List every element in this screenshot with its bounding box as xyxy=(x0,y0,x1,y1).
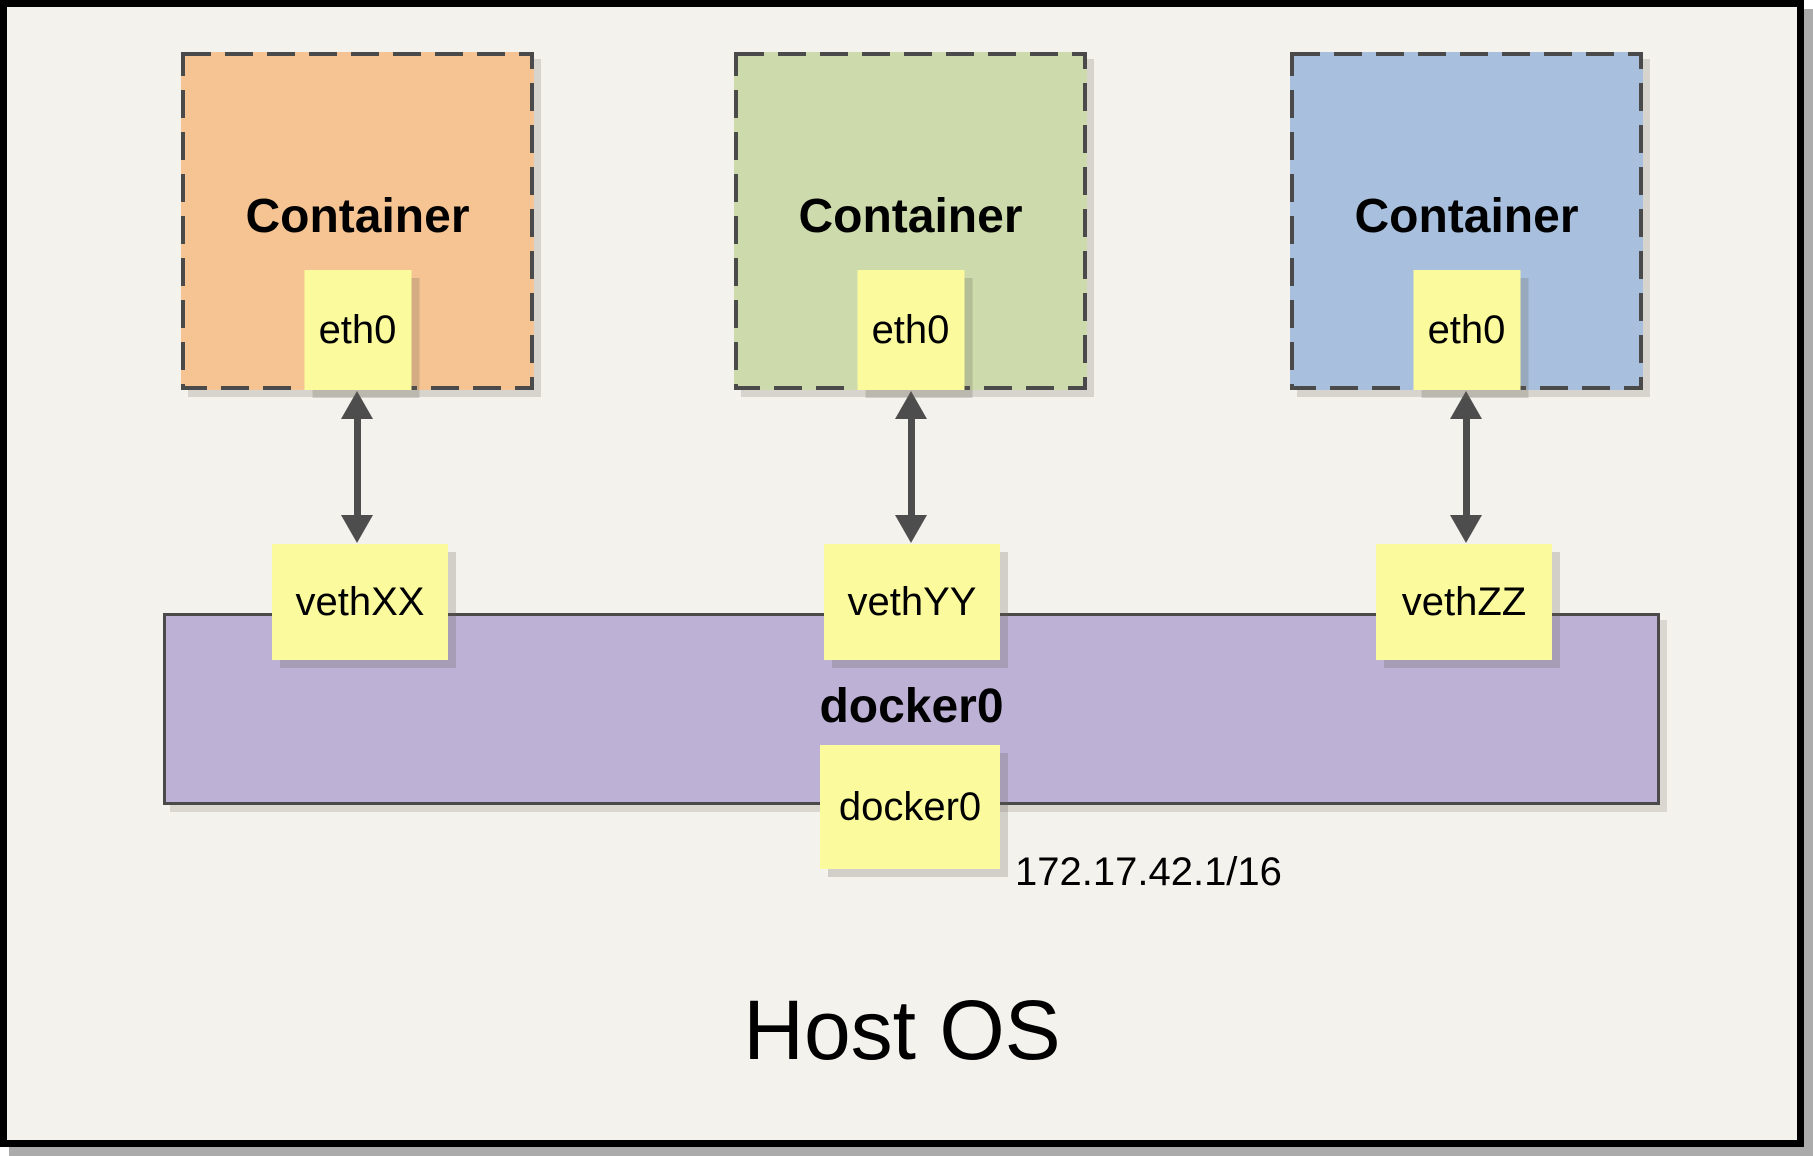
arrow-up-head xyxy=(1450,391,1482,419)
arrow-down-head xyxy=(895,515,927,543)
arrow-down-head xyxy=(1450,515,1482,543)
arrow-shaft xyxy=(1462,419,1470,515)
arrow-up-head xyxy=(895,391,927,419)
container-label: Container xyxy=(798,190,1023,244)
veth-label: vethYY xyxy=(847,579,977,624)
docker0-bridge-label: docker0 xyxy=(819,679,1004,733)
container-box-3: Container eth0 xyxy=(1290,52,1643,390)
veth-node-3: vethZZ xyxy=(1376,544,1552,660)
veth-label: vethXX xyxy=(295,579,425,624)
bidirectional-arrow-2 xyxy=(895,391,927,543)
eth0-label: eth0 xyxy=(1427,307,1506,352)
eth0-label: eth0 xyxy=(871,307,950,352)
veth-node-1: vethXX xyxy=(272,544,448,660)
host-os-label: Host OS xyxy=(743,983,1061,1077)
docker0-label: docker0 xyxy=(838,784,982,829)
container-box-1: Container eth0 xyxy=(181,52,534,390)
arrow-shaft xyxy=(907,419,915,515)
eth0-node: eth0 xyxy=(304,270,411,390)
bidirectional-arrow-1 xyxy=(341,391,373,543)
eth0-label: eth0 xyxy=(318,307,397,352)
docker0-node: docker0 xyxy=(820,745,1000,869)
eth0-node: eth0 xyxy=(857,270,964,390)
veth-node-2: vethYY xyxy=(824,544,1000,660)
container-label: Container xyxy=(245,190,470,244)
ip-address-label: 172.17.42.1/16 xyxy=(1015,850,1282,894)
container-label: Container xyxy=(1354,190,1579,244)
veth-label: vethZZ xyxy=(1401,579,1527,624)
eth0-node: eth0 xyxy=(1413,270,1520,390)
bidirectional-arrow-3 xyxy=(1450,391,1482,543)
container-box-2: Container eth0 xyxy=(734,52,1087,390)
arrow-up-head xyxy=(341,391,373,419)
arrow-shaft xyxy=(353,419,361,515)
arrow-down-head xyxy=(341,515,373,543)
